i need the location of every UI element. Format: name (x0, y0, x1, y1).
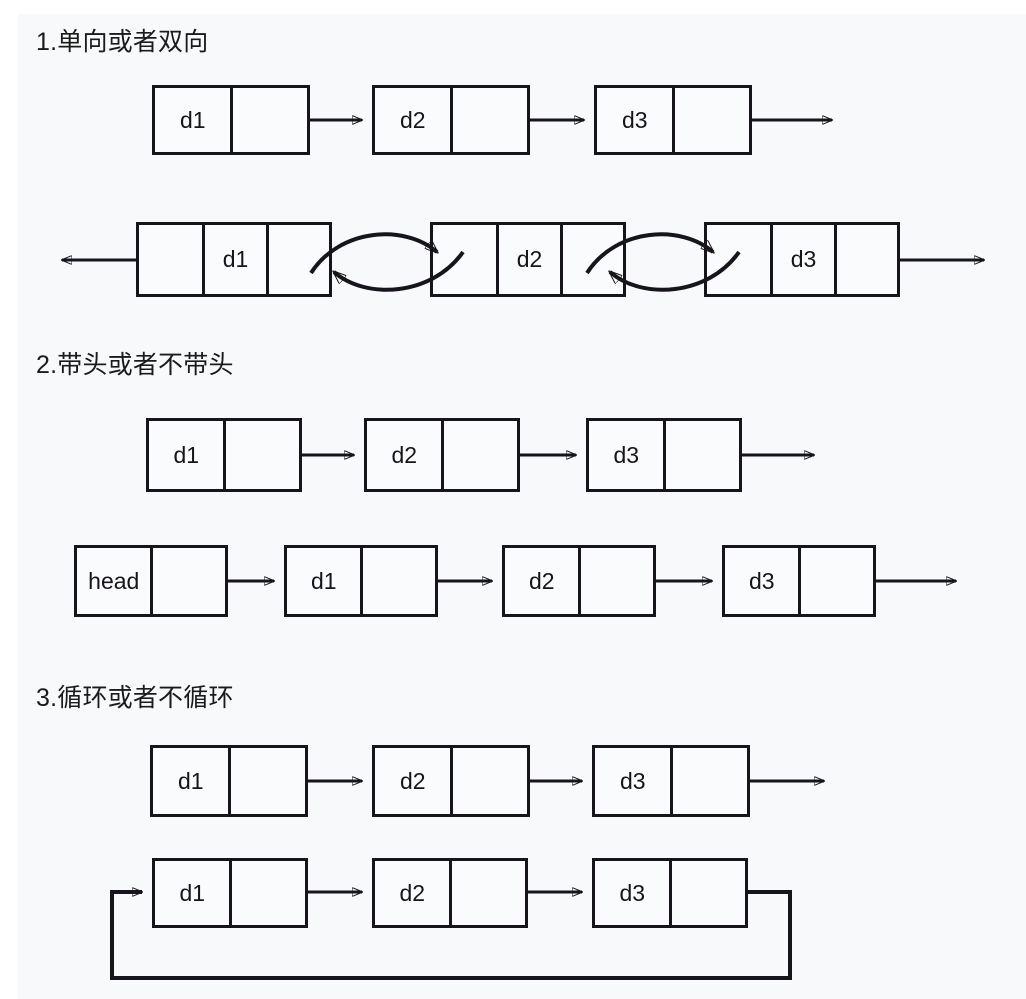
node-data-cell: d2 (399, 767, 426, 794)
node-data-cell: d3 (619, 879, 646, 906)
doubly-list-node: d3 (704, 222, 900, 297)
list-node: d1 (152, 858, 308, 928)
node-pointer-cell (228, 748, 305, 814)
node-pointer-cell (223, 421, 299, 489)
node-pointer-cell (672, 88, 749, 152)
node-data-cell: d2 (391, 441, 418, 468)
node-pointer-cell (360, 548, 435, 614)
list-node: d3 (586, 418, 742, 492)
section-1-heading: 1.单向或者双向 (36, 28, 209, 56)
node-data-cell: d1 (179, 106, 206, 133)
node-data-cell: d2 (399, 879, 426, 906)
node-pointer-cell (441, 421, 517, 489)
node-data-cell: d1 (179, 879, 206, 906)
list-node: d2 (372, 745, 530, 817)
section-3-heading: 3.循环或者不循环 (36, 684, 234, 712)
node-data-cell: d1 (310, 567, 337, 594)
node-pointer-cell (670, 748, 747, 814)
node-next-cell (266, 225, 329, 294)
list-node: d3 (594, 85, 752, 155)
list-node: d2 (372, 858, 528, 928)
node-data-cell: head (88, 567, 140, 594)
node-data-cell: d3 (748, 567, 775, 594)
node-data-cell: d3 (613, 441, 640, 468)
node-pointer-cell (150, 548, 225, 614)
node-data-cell: d3 (621, 106, 648, 133)
node-prev-cell (139, 225, 202, 294)
node-pointer-cell (230, 88, 307, 152)
node-prev-cell (433, 225, 496, 294)
node-data-cell: d2 (496, 225, 560, 294)
node-data-cell: d2 (399, 106, 426, 133)
list-node: d3 (592, 745, 750, 817)
node-pointer-cell (229, 861, 305, 925)
node-pointer-cell (449, 861, 525, 925)
head-node: head (74, 545, 228, 617)
node-data-cell: d1 (202, 225, 266, 294)
node-data-cell: d3 (619, 767, 646, 794)
list-node: d1 (284, 545, 438, 617)
node-pointer-cell (578, 548, 653, 614)
node-data-cell: d3 (770, 225, 834, 294)
node-prev-cell (707, 225, 770, 294)
node-pointer-cell (450, 88, 527, 152)
list-node: d3 (592, 858, 748, 928)
node-pointer-cell (663, 421, 739, 489)
node-data-cell: d1 (177, 767, 204, 794)
list-node: d2 (502, 545, 656, 617)
list-node: d2 (372, 85, 530, 155)
list-node: d3 (722, 545, 876, 617)
node-next-cell (560, 225, 623, 294)
list-node: d1 (152, 85, 310, 155)
list-node: d1 (150, 745, 308, 817)
doubly-list-node: d1 (136, 222, 332, 297)
doubly-list-node: d2 (430, 222, 626, 297)
node-pointer-cell (798, 548, 873, 614)
node-data-cell: d1 (173, 441, 200, 468)
node-pointer-cell (669, 861, 745, 925)
node-pointer-cell (450, 748, 527, 814)
node-next-cell (834, 225, 897, 294)
list-node: d2 (364, 418, 520, 492)
diagram-canvas (18, 14, 1026, 999)
list-node: d1 (146, 418, 302, 492)
section-2-heading: 2.带头或者不带头 (36, 351, 234, 379)
node-data-cell: d2 (528, 567, 555, 594)
